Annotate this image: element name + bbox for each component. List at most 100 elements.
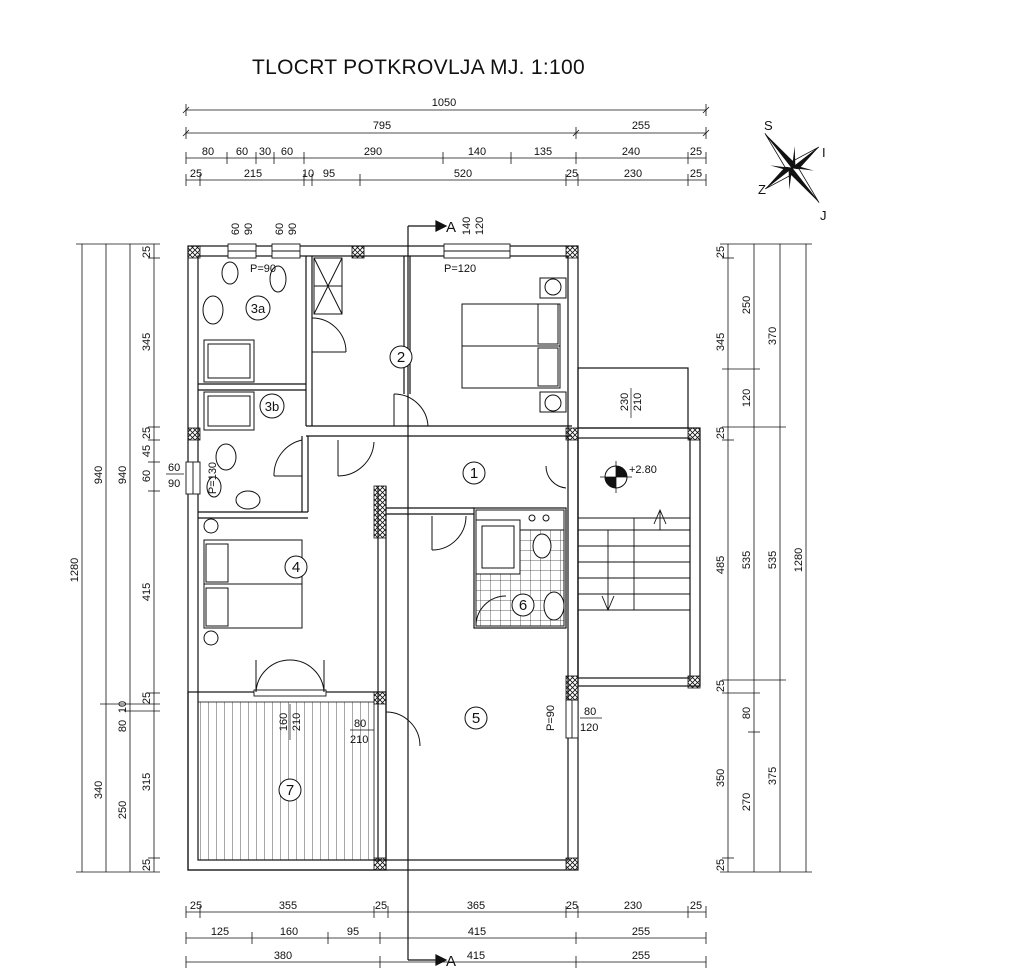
door-width: 160: [278, 713, 290, 731]
dim-label: 160: [280, 926, 298, 938]
dim-label: 80: [117, 720, 129, 732]
dim-label: 1280: [793, 548, 805, 572]
dim-label: 365: [467, 900, 485, 912]
dim-label: 1280: [69, 558, 81, 582]
room-markers: [245, 295, 535, 802]
compass-label-i: I: [822, 145, 826, 160]
room-marker-2: [389, 345, 413, 369]
room-number: 3a: [251, 301, 266, 316]
window-width: 60: [274, 223, 286, 235]
window-sill-label: P=130: [207, 462, 219, 494]
opening-width: 230: [619, 393, 631, 411]
compass-label-s: S: [764, 118, 773, 133]
dim-label: 415: [467, 950, 485, 962]
window-width: 140: [461, 217, 473, 235]
dim-label: 25: [690, 168, 702, 180]
door-width: 80: [354, 718, 366, 730]
section-label-top: A: [446, 219, 456, 236]
top-dimensions: [182, 104, 710, 186]
dim-label: 255: [632, 120, 650, 132]
window-height: 90: [243, 223, 255, 235]
dim-label: 940: [93, 466, 105, 484]
room-marker-5: [464, 706, 488, 730]
dim-label: 25: [375, 900, 387, 912]
room-number: 2: [397, 349, 405, 366]
dim-label: 415: [141, 583, 153, 601]
window-height: 120: [474, 217, 486, 235]
dim-label: 25: [141, 859, 153, 871]
dim-label: 140: [468, 146, 486, 158]
dim-label: 95: [347, 926, 359, 938]
dim-label: 250: [741, 296, 753, 314]
bathroom-3a-fixtures: [202, 257, 343, 383]
dim-label: 25: [715, 246, 727, 258]
bottom-dimension-labels: 25 355 25 365 25 230 25 125 160 95 415 2…: [190, 900, 702, 962]
window-height: 120: [580, 722, 598, 734]
dim-label: 520: [454, 168, 472, 180]
bottom-dimensions: [185, 906, 707, 968]
room-marker-4: [284, 555, 308, 579]
dim-label: 270: [741, 793, 753, 811]
dim-label: 215: [244, 168, 262, 180]
bathroom-3b-fixtures: [203, 391, 261, 510]
columns: [187, 245, 701, 871]
dim-label: 25: [141, 427, 153, 439]
dim-label: 290: [364, 146, 382, 158]
dim-label: 25: [190, 900, 202, 912]
room-number: 5: [472, 710, 480, 727]
dim-label: 25: [141, 692, 153, 704]
room-marker-7: [278, 778, 302, 802]
room-marker-3a: [245, 295, 271, 321]
dim-label: 370: [767, 327, 779, 345]
window-sill-label: P=90: [250, 263, 276, 275]
opening-annotations: P=90 P=120 P=130 P=90 60 90 60 90 140 12…: [166, 217, 644, 746]
left-dimension-labels: 1280 940 340 940 80 250 25 345 25 45 60 …: [69, 246, 153, 871]
room-number: 4: [292, 559, 300, 576]
dim-label: 25: [715, 427, 727, 439]
window-height: 90: [287, 223, 299, 235]
level-marker: [600, 461, 632, 493]
dim-label: 380: [274, 950, 292, 962]
dim-label: 255: [632, 950, 650, 962]
window-width: 60: [168, 462, 180, 474]
windows: [185, 243, 579, 739]
level-value: +2.80: [629, 464, 657, 476]
right-dimensions: [720, 243, 812, 873]
dim-label: 940: [117, 466, 129, 484]
dim-label: 10: [117, 701, 129, 713]
window-width: 80: [584, 706, 596, 718]
compass-label-z: Z: [758, 182, 766, 197]
room-number: 3b: [265, 399, 279, 414]
dim-label: 255: [632, 926, 650, 938]
door-height: 210: [291, 713, 303, 731]
dim-label: 535: [767, 551, 779, 569]
dim-label: 375: [767, 767, 779, 785]
dim-label: 240: [622, 146, 640, 158]
staircase: [578, 508, 690, 612]
dim-label: 120: [741, 389, 753, 407]
dim-label: 345: [141, 333, 153, 351]
dim-label: 535: [741, 551, 753, 569]
dim-label: 60: [281, 146, 293, 158]
dim-label: 25: [141, 246, 153, 258]
dim-label: 25: [190, 168, 202, 180]
dim-label: 60: [236, 146, 248, 158]
window-sill-label: P=90: [545, 705, 557, 731]
dim-label: 80: [202, 146, 214, 158]
dim-label: 485: [715, 556, 727, 574]
dim-label: 25: [566, 900, 578, 912]
section-line-a: [407, 220, 448, 966]
dim-label: 95: [323, 168, 335, 180]
dim-label: 125: [211, 926, 229, 938]
compass-rose: [764, 133, 820, 203]
dim-label: 25: [715, 859, 727, 871]
dim-label: 80: [741, 707, 753, 719]
dim-label: 30: [259, 146, 271, 158]
dim-label: 230: [624, 900, 642, 912]
dim-label: 1050: [432, 97, 456, 109]
dim-label: 60: [141, 470, 153, 482]
dim-label: 315: [141, 773, 153, 791]
dim-label: 415: [468, 926, 486, 938]
dim-label: 45: [141, 445, 153, 457]
